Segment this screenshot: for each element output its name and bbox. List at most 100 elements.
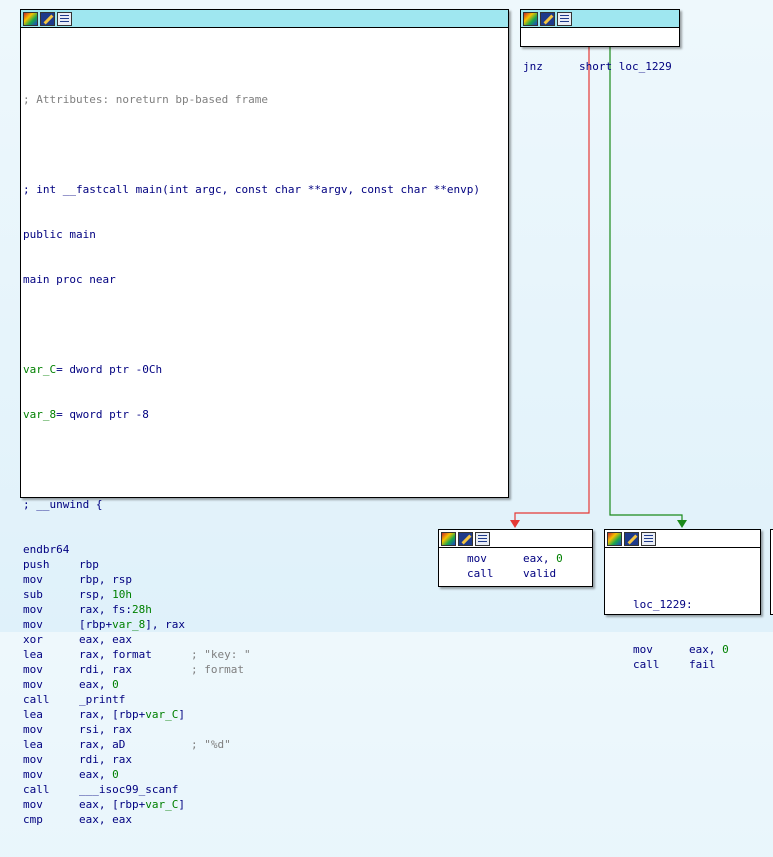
- instruction-mnemonic: mov: [23, 603, 43, 616]
- main-function-block[interactable]: ; Attributes: noreturn bp-based frame ; …: [20, 9, 509, 826]
- instruction-mnemonic: push: [23, 558, 50, 571]
- instruction-line[interactable]: mov rdi, rax: [23, 752, 506, 767]
- instruction-operands[interactable]: eax, 0: [79, 768, 119, 781]
- instruction-operands[interactable]: [rbp+var_8], rax: [79, 618, 185, 631]
- instruction-line[interactable]: push rbp: [23, 557, 506, 572]
- graph-edges: [510, 45, 687, 528]
- instruction-operands[interactable]: _printf: [79, 693, 126, 706]
- fail-block-header: [605, 530, 760, 548]
- instruction-mnemonic: call: [633, 658, 660, 671]
- fail-instruction-list: mov eax, 0 call fail: [633, 642, 758, 672]
- instruction-line[interactable]: call valid: [467, 566, 590, 581]
- instruction-list-icon[interactable]: [641, 531, 656, 546]
- instruction-mnemonic: mov: [23, 723, 43, 736]
- instruction-operands[interactable]: eax, [rbp+var_C]: [79, 798, 185, 811]
- instruction-comment: ; "%d": [191, 738, 231, 751]
- var-c-declaration[interactable]: var_C= dword ptr -0Ch: [23, 362, 506, 377]
- instruction-mnemonic: mov: [23, 753, 43, 766]
- instruction-line[interactable]: sub rsp, 10h: [23, 587, 506, 602]
- instruction-mnemonic: call: [23, 693, 50, 706]
- main-block-header: [21, 10, 508, 28]
- graph-color-icon[interactable]: [607, 531, 622, 546]
- var-c-name[interactable]: var_C: [23, 363, 57, 376]
- instruction-line[interactable]: mov rax, fs:28h: [23, 602, 506, 617]
- var-8-name[interactable]: var_8: [23, 408, 57, 421]
- instruction-operands[interactable]: fail: [689, 658, 716, 671]
- instruction-operands[interactable]: eax, 0: [689, 643, 729, 656]
- main-block-code: ; Attributes: noreturn bp-based frame ; …: [21, 28, 508, 857]
- edit-node-icon[interactable]: [458, 531, 473, 546]
- var-c-definition: = dword ptr -0Ch: [56, 363, 163, 376]
- instruction-operands[interactable]: rsp, 10h: [79, 588, 132, 601]
- instruction-operands[interactable]: rax, aD: [79, 738, 126, 751]
- instruction-mnemonic: call: [467, 567, 494, 580]
- instruction-mnemonic: cmp: [23, 813, 43, 826]
- main-proc-line[interactable]: main proc near: [23, 273, 116, 286]
- edge-true-arrowhead: [677, 520, 687, 528]
- instruction-mnemonic: endbr64: [23, 543, 70, 556]
- graph-color-icon[interactable]: [441, 531, 456, 546]
- loc-1229-label[interactable]: loc_1229:: [633, 598, 693, 611]
- instruction-mnemonic: lea: [23, 648, 43, 661]
- instruction-operands[interactable]: rdi, rax: [79, 663, 132, 676]
- instruction-list-icon[interactable]: [57, 11, 72, 26]
- instruction-line[interactable]: endbr64: [23, 542, 506, 557]
- edit-node-icon[interactable]: [540, 11, 555, 26]
- instruction-list-icon[interactable]: [557, 11, 572, 26]
- instruction-list-icon[interactable]: [475, 531, 490, 546]
- instruction-operands[interactable]: rsi, rax: [79, 723, 132, 736]
- instruction-operands[interactable]: rbp, rsp: [79, 573, 132, 586]
- instruction-line[interactable]: mov rsi, rax: [23, 722, 506, 737]
- instruction-line[interactable]: call___isoc99_scanf: [23, 782, 506, 797]
- fail-call-block[interactable]: loc_1229: mov eax, 0 call fail: [604, 529, 761, 671]
- instruction-operands[interactable]: rdi, rax: [79, 753, 132, 766]
- instruction-line[interactable]: xor eax, eax: [23, 632, 506, 647]
- instruction-mnemonic: mov: [23, 618, 43, 631]
- instruction-mnemonic: mov: [23, 663, 43, 676]
- graph-color-icon[interactable]: [523, 11, 538, 26]
- instruction-operands[interactable]: eax, 0: [79, 678, 119, 691]
- var-8-definition: = qword ptr -8: [56, 408, 149, 421]
- instruction-operands[interactable]: eax, eax: [79, 813, 132, 826]
- instruction-operands[interactable]: rbp: [79, 558, 99, 571]
- graph-color-icon[interactable]: [23, 11, 38, 26]
- instruction-line[interactable]: cmp eax, eax: [23, 812, 506, 827]
- public-main-line[interactable]: public main: [23, 228, 96, 241]
- instruction-operands[interactable]: valid: [523, 567, 557, 580]
- instruction-line[interactable]: call _printf: [23, 692, 506, 707]
- instruction-operands[interactable]: eax, 0: [523, 552, 563, 565]
- instruction-operands[interactable]: rax, [rbp+var_C]: [79, 708, 185, 721]
- instruction-mnemonic: sub: [23, 588, 43, 601]
- instruction-operands[interactable]: ___isoc99_scanf: [79, 783, 179, 796]
- instruction-line[interactable]: mov eax, 0: [633, 642, 758, 657]
- instruction-mnemonic: mov: [633, 643, 653, 656]
- jnz-target[interactable]: short loc_1229: [579, 60, 672, 73]
- offscreen-block-edge: [770, 529, 773, 615]
- edit-node-icon[interactable]: [624, 531, 639, 546]
- instruction-mnemonic: mov: [23, 798, 43, 811]
- var-8-declaration[interactable]: var_8= qword ptr -8: [23, 407, 506, 422]
- instruction-operands[interactable]: rax, fs:28h: [79, 603, 152, 616]
- instruction-operands[interactable]: rax, format: [79, 648, 152, 661]
- valid-block-header: [439, 530, 592, 548]
- instruction-line[interactable]: mov [rbp+var_8], rax: [23, 617, 506, 632]
- prototype-comment[interactable]: ; int __fastcall main(int argc, const ch…: [23, 183, 480, 196]
- instruction-line[interactable]: call fail: [633, 657, 758, 672]
- edit-node-icon[interactable]: [40, 11, 55, 26]
- instruction-operands[interactable]: eax, eax: [79, 633, 132, 646]
- instruction-line[interactable]: mov eax, [rbp+var_C]: [23, 797, 506, 812]
- attributes-comment: ; Attributes: noreturn bp-based frame: [23, 93, 269, 106]
- instruction-mnemonic: xor: [23, 633, 43, 646]
